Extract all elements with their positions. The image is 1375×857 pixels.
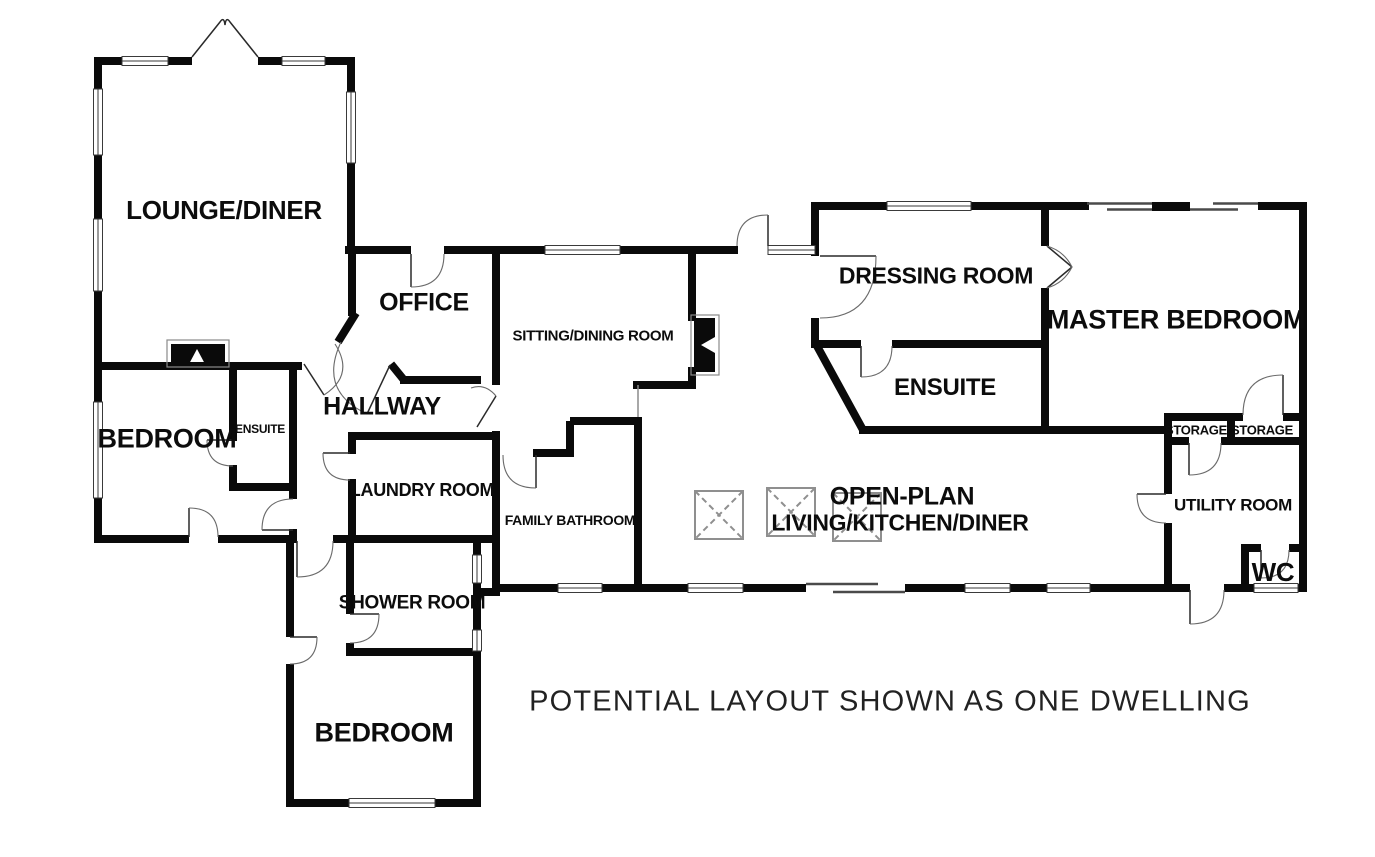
- room-label-hallway: HALLWAY: [323, 392, 441, 421]
- room-label-bedroom-bottom: BEDROOM: [314, 717, 454, 748]
- rooflight-icon: [766, 487, 816, 537]
- plan-caption: POTENTIAL LAYOUT SHOWN AS ONE DWELLING: [529, 685, 1251, 718]
- fireplace-icon: [690, 314, 720, 376]
- room-label-ensuite-left: ENSUITE: [235, 422, 285, 436]
- doors-layer: [188, 18, 1290, 665]
- room-label-storage-right: STORAGE: [1231, 422, 1293, 438]
- room-label-open-plan: OPEN-PLAN: [829, 482, 975, 511]
- room-label-shower-room: SHOWER ROOM: [338, 592, 486, 614]
- room-label-storage-left: STORAGE: [1165, 422, 1227, 438]
- room-label-wc: WC: [1251, 557, 1295, 587]
- french-door-icon: [191, 18, 259, 58]
- room-label-master-bedroom: MASTER BEDROOM: [1046, 304, 1306, 335]
- sliding-door-icon: [806, 202, 1258, 594]
- room-label-laundry-room: LAUNDRY ROOM: [349, 480, 495, 500]
- room-label-bedroom-left: BEDROOM: [97, 423, 237, 454]
- fireplace-icon: [166, 339, 230, 368]
- room-label-utility-room: UTILITY ROOM: [1174, 495, 1292, 515]
- room-label-lounge-diner: LOUNGE/DINER: [126, 195, 322, 225]
- window-icon: [93, 56, 1299, 808]
- windows-layer: [93, 56, 1299, 808]
- room-label-living-kitchen-diner: LIVING/KITCHEN/DINER: [771, 509, 1029, 536]
- room-label-ensuite-master: ENSUITE: [894, 374, 996, 401]
- rooflight-icon: [694, 490, 744, 540]
- walls-layer: [94, 57, 1307, 807]
- room-label-family-bathroom: FAMILY BATHROOM: [504, 512, 636, 528]
- room-label-sitting-dining: SITTING/DINING ROOM: [512, 327, 674, 345]
- rooflight-icon: [832, 492, 882, 542]
- room-label-dressing-room: DRESSING ROOM: [838, 262, 1034, 289]
- room-label-office: OFFICE: [379, 288, 469, 317]
- door-swing-icon: [188, 214, 1290, 665]
